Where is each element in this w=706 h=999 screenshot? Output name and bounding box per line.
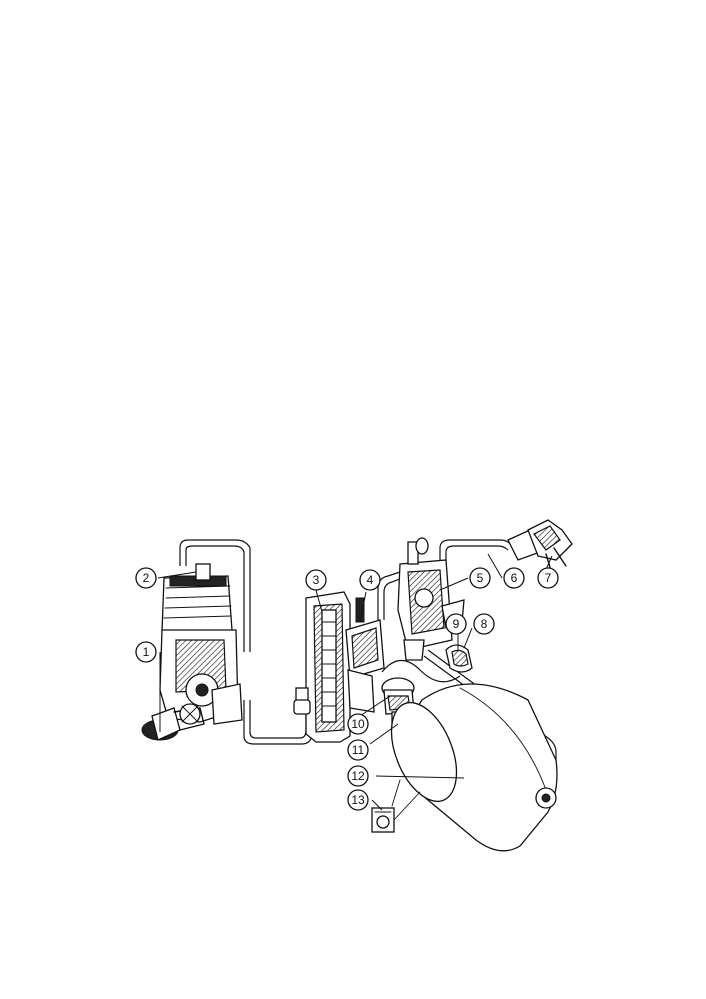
callout-1: 1 bbox=[135, 641, 157, 663]
leader-2 bbox=[157, 571, 197, 579]
air-reservoir-tank bbox=[371, 683, 558, 852]
leader-3 bbox=[315, 589, 323, 613]
svg-text:9: 9 bbox=[453, 617, 460, 631]
svg-text:8: 8 bbox=[481, 617, 488, 631]
callout-6: 6 bbox=[503, 567, 525, 589]
callout-5: 5 bbox=[469, 567, 491, 589]
callout-7: 7 bbox=[537, 567, 559, 589]
air-compressor bbox=[141, 563, 243, 741]
leader-5 bbox=[439, 577, 469, 591]
svg-text:6: 6 bbox=[511, 571, 518, 585]
svg-text:1: 1 bbox=[143, 645, 150, 659]
svg-text:11: 11 bbox=[352, 743, 365, 757]
pressure-switch bbox=[445, 644, 473, 673]
leader-4 bbox=[359, 591, 367, 623]
governor-valve bbox=[345, 597, 385, 713]
svg-text:5: 5 bbox=[477, 571, 484, 585]
callout-9: 9 bbox=[445, 613, 467, 635]
callout-2: 2 bbox=[135, 567, 157, 589]
leader-8 bbox=[463, 627, 473, 649]
svg-text:13: 13 bbox=[351, 793, 365, 807]
callout-8: 8 bbox=[473, 613, 495, 635]
brake-coupling bbox=[507, 519, 573, 575]
air-dryer-unit bbox=[293, 591, 351, 743]
leader-10 bbox=[359, 695, 391, 717]
callout-11: 11 bbox=[347, 739, 369, 761]
svg-text:10: 10 bbox=[351, 717, 365, 731]
callout-4: 4 bbox=[359, 569, 381, 591]
leader-13 bbox=[371, 799, 383, 811]
leader-11 bbox=[369, 723, 399, 745]
leader-6 bbox=[487, 553, 503, 579]
svg-text:3: 3 bbox=[313, 573, 320, 587]
callout-10: 10 bbox=[347, 713, 369, 735]
callouts: 1 2 3 4 5 6 7 8 9 10 11 bbox=[135, 553, 559, 811]
leader-12 bbox=[375, 775, 465, 779]
callout-12: 12 bbox=[347, 765, 369, 787]
svg-text:2: 2 bbox=[143, 571, 150, 585]
callout-13: 13 bbox=[347, 789, 369, 811]
callout-3: 3 bbox=[305, 569, 327, 591]
control-valve bbox=[397, 537, 465, 661]
svg-text:7: 7 bbox=[545, 571, 552, 585]
svg-text:12: 12 bbox=[351, 769, 365, 783]
svg-text:4: 4 bbox=[367, 573, 374, 587]
